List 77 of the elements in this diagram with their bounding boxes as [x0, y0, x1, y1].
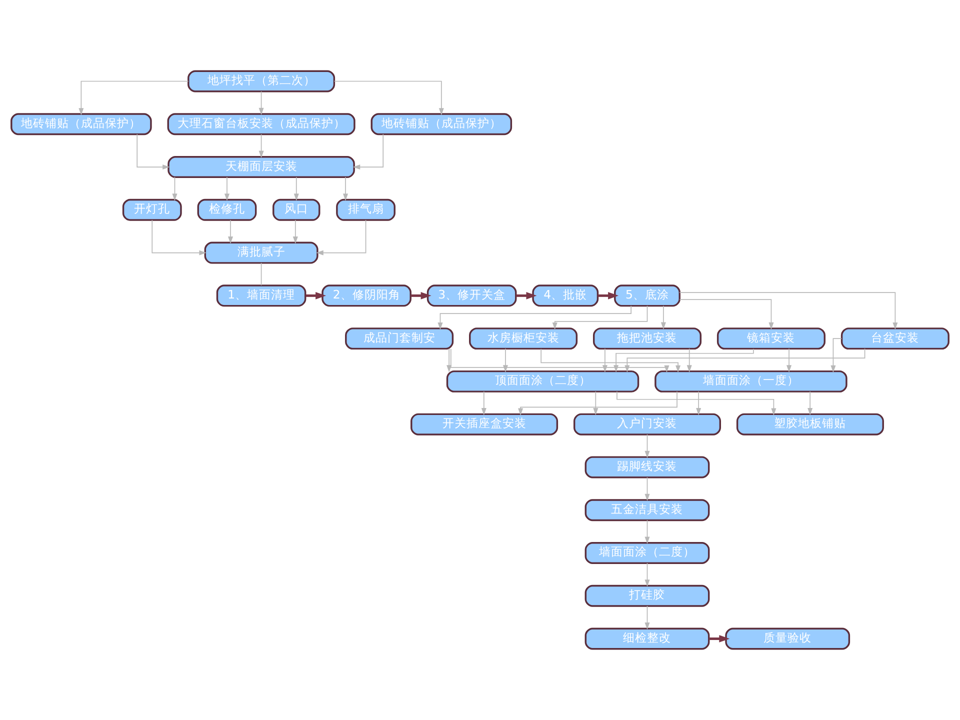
arrow	[679, 299, 774, 330]
arrow	[644, 476, 650, 502]
arrow	[830, 338, 842, 373]
arrow	[316, 220, 366, 256]
node-box: 1、墙面清理	[216, 284, 306, 307]
arrow	[696, 391, 702, 416]
node-box: 检修孔	[197, 198, 257, 221]
arrow	[410, 292, 432, 300]
arrow	[258, 90, 264, 116]
arrow	[258, 134, 264, 158]
arrow	[644, 562, 650, 587]
arrow	[616, 391, 776, 416]
arrow	[152, 220, 206, 256]
node-box: 五金洁具安装	[584, 499, 710, 522]
node-box: 天棚面层安装	[168, 156, 355, 178]
arrow	[450, 348, 670, 373]
arrow	[78, 80, 189, 116]
arrow	[334, 80, 444, 116]
node-box: 4、批嵌	[532, 284, 599, 307]
arrow	[446, 348, 452, 372]
node-box: 排气扇	[336, 198, 396, 221]
arrow	[540, 348, 681, 373]
node-box: 墙面面涂（二度）	[584, 542, 710, 564]
arrow	[808, 391, 813, 416]
node-box: 塑胶地板铺贴	[736, 413, 884, 436]
arrow	[352, 134, 384, 170]
arrow	[306, 292, 326, 300]
node-box: 细检整改	[584, 628, 710, 650]
arrow	[136, 134, 170, 170]
node-box: 地砖铺贴（成品保护）	[10, 113, 152, 136]
arrow	[602, 348, 608, 372]
node-box: 水房橱柜安装	[469, 328, 578, 350]
node-box: 满批腻子	[204, 242, 318, 264]
node-box: 成品门套制安	[345, 328, 454, 350]
arrow	[644, 434, 650, 458]
node-box: 拖把池安装	[592, 328, 702, 350]
node-box: 地砖铺贴（成品保护）	[370, 113, 512, 136]
arrow	[644, 606, 650, 630]
arrow	[342, 176, 348, 201]
node-box: 台盆安装	[840, 328, 950, 350]
arrow	[644, 520, 650, 544]
node-box: 打硅胶	[584, 584, 710, 607]
arrow	[614, 348, 754, 372]
node-box: 顶面面涂（二度）	[446, 370, 640, 392]
arrow	[686, 348, 692, 372]
arrow	[660, 305, 666, 330]
arrow	[172, 176, 178, 201]
node-box: 质量验收	[725, 628, 850, 650]
arrow	[438, 305, 632, 330]
node-box: 开灯孔	[122, 198, 182, 221]
arrow	[516, 292, 537, 300]
node-box: 5、底涂	[614, 284, 680, 307]
arrow	[552, 305, 648, 330]
node-box: 2、修阴阳角	[322, 284, 412, 307]
node-box: 入户门安装	[573, 413, 721, 436]
arrow	[598, 292, 619, 300]
arrow	[224, 176, 230, 201]
arrow	[228, 220, 234, 244]
node-box: 墙面面涂（一度）	[654, 370, 848, 392]
arrow	[292, 220, 298, 244]
node-box: 踢脚线安装	[584, 456, 710, 478]
node-box: 大理石窗台板安装（成品保护）	[167, 113, 356, 136]
arrow	[481, 391, 486, 416]
node-box: 开关插座盒安装	[410, 413, 558, 436]
node-box: 3、修开关盒	[426, 284, 517, 307]
node-box: 地坪找平（第二次）	[188, 70, 336, 92]
node-box: 风口	[272, 198, 320, 221]
arrow	[593, 391, 598, 416]
arrow	[709, 635, 730, 642]
arrow	[518, 391, 678, 416]
arrow	[294, 176, 299, 201]
connector	[260, 262, 262, 286]
arrow	[679, 292, 898, 330]
arrow	[786, 348, 792, 372]
node-box: 镜箱安装	[716, 328, 826, 350]
arrow	[502, 348, 508, 372]
arrow	[624, 348, 866, 372]
